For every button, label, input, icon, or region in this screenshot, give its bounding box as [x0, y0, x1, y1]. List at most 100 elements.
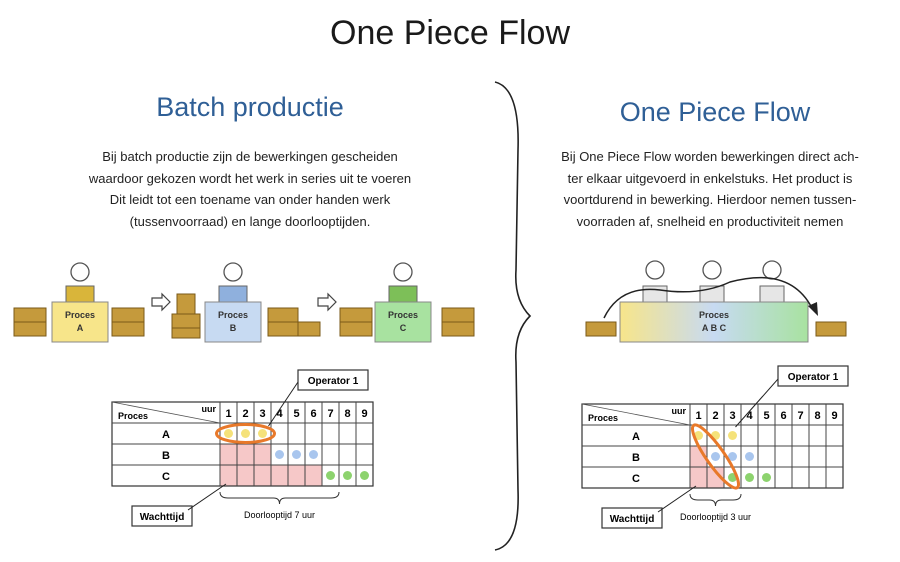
work-dot — [360, 471, 369, 480]
row-label: A — [632, 431, 640, 443]
hour-label: 6 — [780, 410, 786, 422]
corner-diagonal — [581, 403, 691, 426]
hour-label: 5 — [763, 410, 769, 422]
operator-head-icon — [393, 262, 413, 282]
hour-label: 9 — [831, 410, 837, 422]
hour-label: 7 — [327, 408, 333, 420]
batch-description: Bij batch productie zijn de bewerkingen … — [40, 146, 460, 232]
process-arrow-icon — [317, 292, 337, 312]
work-dot — [275, 450, 284, 459]
corner-diagonal — [111, 401, 221, 424]
batch-desc-line: Dit leidt tot een toename van onder hand… — [109, 192, 391, 207]
work-dot — [326, 471, 335, 480]
work-dot — [745, 452, 754, 461]
hour-label: 8 — [344, 408, 350, 420]
stock-box — [339, 307, 373, 323]
hour-label: 2 — [712, 410, 718, 422]
corner-col-label: uur — [672, 406, 687, 416]
hour-label: 1 — [695, 410, 701, 422]
flow-output-box — [815, 321, 847, 337]
hour-label: 4 — [276, 408, 283, 420]
stock-box — [176, 293, 196, 315]
center-brace-icon — [494, 81, 532, 551]
work-dot — [241, 429, 250, 438]
stock-box — [441, 321, 475, 337]
hour-label: 6 — [310, 408, 316, 420]
corner-row-label: Proces — [588, 413, 618, 423]
batch-heading: Batch productie — [156, 92, 344, 122]
process-arrow-icon — [151, 292, 171, 312]
flow-operator — [642, 260, 668, 303]
wait-callout-text: Wachttijd — [610, 514, 655, 525]
flow-desc-line: Bij One Piece Flow worden bewerkingen di… — [561, 149, 859, 164]
flow-desc-line: ter elkaar uitgevoerd in enkelstuks. Het… — [567, 170, 853, 186]
flow-desc-line: voorraden af, snelheid en productiviteit… — [576, 213, 844, 229]
hour-label: 5 — [293, 408, 299, 420]
operator-ring — [215, 423, 276, 444]
work-dot — [224, 429, 233, 438]
work-dot — [343, 471, 352, 480]
work-dot — [728, 431, 737, 440]
process-letter: B — [230, 323, 237, 333]
flow-process-letters: A B C — [702, 323, 727, 333]
flow-process-label: Proces — [699, 310, 729, 320]
callout-line — [268, 381, 299, 427]
batch-desc-line: waardoor gekozen wordt het werk in serie… — [88, 170, 412, 186]
process-label: Proces — [388, 310, 418, 320]
corner-row-label: Proces — [118, 411, 148, 421]
process-letter: A — [77, 323, 84, 333]
flow-description: Bij One Piece Flow worden bewerkingen di… — [500, 146, 900, 232]
operator-head-icon — [70, 262, 90, 282]
operator-head-icon — [223, 262, 243, 282]
work-dot — [711, 452, 720, 461]
corner-col-label: uur — [202, 404, 217, 414]
wait-callout — [601, 507, 663, 529]
process-box — [204, 301, 262, 343]
main-title: One Piece Flow — [330, 14, 570, 52]
row-label: B — [632, 452, 640, 464]
wait-callout-text: Wachttijd — [140, 512, 185, 523]
hour-label: 3 — [729, 410, 735, 422]
operator-callout-text: Operator 1 — [308, 376, 359, 387]
work-dot — [745, 473, 754, 482]
row-label: C — [162, 471, 170, 483]
operator-body-icon — [65, 285, 95, 303]
throughput-brace-icon — [689, 493, 742, 507]
hour-label: 3 — [259, 408, 265, 420]
flow-operator — [699, 260, 725, 303]
hour-label: 2 — [242, 408, 248, 420]
operator-ring — [690, 423, 741, 490]
callout-line — [657, 485, 697, 513]
operator-callout-text: Operator 1 — [788, 372, 839, 383]
flow-station: Proces A B C — [585, 260, 847, 343]
hour-label: 1 — [225, 408, 231, 420]
operator-callout — [777, 365, 849, 387]
wait-area — [220, 444, 271, 465]
callout-line — [187, 483, 227, 511]
row-label: B — [162, 450, 170, 462]
flow-desc-line: voortdurend in bewerking. Hierdoor nemen… — [563, 192, 857, 207]
flow-input-box — [585, 321, 617, 337]
operator-body-icon — [218, 285, 248, 303]
operator-callout — [297, 369, 369, 391]
hour-label: 8 — [814, 410, 820, 422]
work-dot — [292, 450, 301, 459]
work-dot — [762, 473, 771, 482]
flow-heading: One Piece Flow — [619, 97, 811, 127]
wait-callout — [131, 505, 193, 527]
stock-box — [111, 307, 145, 323]
stock-box — [13, 321, 47, 337]
process-box — [51, 301, 109, 343]
work-dot — [728, 452, 737, 461]
row-label: A — [162, 429, 170, 441]
process-box — [374, 301, 432, 343]
process-label: Proces — [65, 310, 95, 320]
process-letter: C — [400, 323, 407, 333]
hour-label: 9 — [361, 408, 367, 420]
flow-process-box — [619, 301, 809, 343]
flow-arrow-icon — [603, 276, 813, 319]
process-label: Proces — [218, 310, 248, 320]
flow-arrowhead-icon — [808, 302, 818, 316]
